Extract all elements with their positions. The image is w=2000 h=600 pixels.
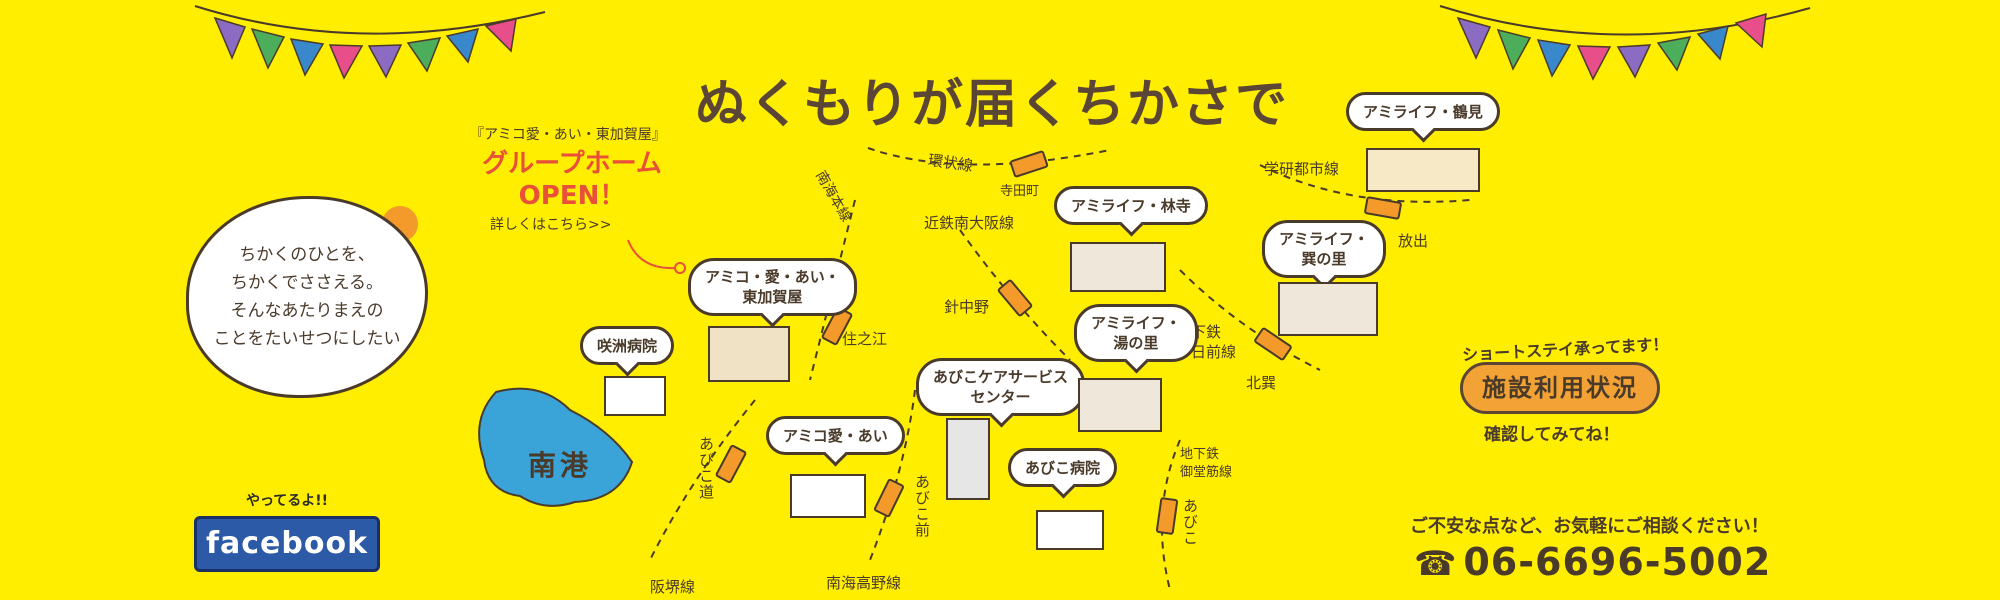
message-line: ちかくのひとを、 bbox=[239, 245, 375, 265]
rail-abiko-michi bbox=[649, 399, 756, 561]
message-line: ことをたいせつにしたい bbox=[213, 329, 401, 349]
facility-bubble-abiko-hospital[interactable]: あびこ病院 bbox=[1008, 448, 1118, 487]
rail-label-abikomichi: あびこ道 bbox=[697, 436, 715, 500]
facility-line: あびこケアサービス bbox=[933, 368, 1069, 386]
facility-bubble-hayashiji[interactable]: アミライフ・林寺 bbox=[1054, 186, 1208, 225]
rail-label-hankai-gakuen: 学研都市線 bbox=[1264, 160, 1340, 178]
check-text: 確認してみてね！ bbox=[1484, 425, 1620, 445]
open-facility-name: 『アミコ愛・あい・東加賀屋』 bbox=[470, 127, 666, 143]
station-label-sumiyoshi: 住之江 bbox=[842, 330, 888, 348]
facility-line: センター bbox=[970, 388, 1031, 406]
facility-bubble-tatsumi[interactable]: アミライフ・ 巽の里 bbox=[1262, 220, 1386, 278]
facility-status-button[interactable]: 施設利用状況 bbox=[1460, 362, 1660, 414]
page-title: ぬくもりが届くちかさで bbox=[695, 75, 1290, 135]
phone-number[interactable]: ☎06-6696-5002 bbox=[1414, 540, 1771, 584]
facility-line: アミライフ・ bbox=[1279, 230, 1369, 248]
station-marker-harinakano bbox=[997, 279, 1033, 317]
building-abiko-hospital bbox=[1036, 510, 1104, 550]
building-yunosato bbox=[1078, 378, 1162, 432]
facility-bubble-tsurumi[interactable]: アミライフ・鶴見 bbox=[1346, 92, 1500, 131]
facility-line: アミコ・愛・あい・ bbox=[705, 268, 840, 286]
rail-label-hankai: 阪堺線 bbox=[650, 578, 696, 596]
station-marker-kitabatake bbox=[1254, 327, 1292, 361]
open-details-link[interactable]: 詳しくはこちら>> bbox=[490, 217, 612, 233]
open-headline-line1: グループホーム bbox=[482, 149, 662, 179]
station-label-kitabatake: 北巽 bbox=[1246, 374, 1277, 392]
rail-label-kintetsu: 近鉄南大阪線 bbox=[924, 214, 1015, 232]
station-marker-abiko bbox=[1155, 497, 1179, 535]
facility-bubble-care-service[interactable]: あびこケアサービス センター bbox=[916, 358, 1086, 416]
phone-icon: ☎ bbox=[1414, 544, 1458, 584]
facility-bubble-ai[interactable]: アミコ愛・あい bbox=[766, 416, 905, 455]
rail-label-nankai-koya: 南海高野線 bbox=[826, 574, 902, 592]
facebook-block[interactable]: やってるよ!! facebook bbox=[194, 490, 380, 578]
station-label-harinakano: 針中野 bbox=[944, 298, 990, 316]
rail-label-midosuji-2: 御堂筋線 bbox=[1180, 465, 1233, 480]
facility-bubble-sakishu-hospital[interactable]: 咲洲病院 bbox=[580, 326, 675, 365]
building-tsurumi bbox=[1366, 148, 1480, 192]
facility-line: アミライフ・ bbox=[1091, 314, 1181, 332]
facebook-button[interactable]: facebook bbox=[194, 516, 380, 572]
rail-nankai-koya-line bbox=[869, 389, 916, 561]
bunting-right bbox=[1439, 5, 1811, 81]
building-care-service bbox=[946, 418, 990, 500]
rail-hankai-gakuen-toshi-line bbox=[1259, 164, 1471, 203]
lake-shape bbox=[478, 387, 634, 507]
building-higashikagaya bbox=[708, 326, 790, 382]
station-markers bbox=[715, 150, 1402, 535]
station-marker-abikomichi bbox=[715, 444, 747, 484]
message-text: ちかくのひとを、 ちかくでささえる。 そんなあたりまえの ことをたいせつにしたい bbox=[214, 241, 401, 353]
station-marker-teradacho bbox=[1009, 150, 1049, 178]
station-label-abiko-mae: あびこ前 bbox=[913, 474, 931, 538]
facility-bubble-higashikagaya[interactable]: アミコ・愛・あい・ 東加賀屋 bbox=[688, 258, 857, 316]
rail-midosuji-line bbox=[1161, 439, 1181, 591]
facility-bubble-yunosato[interactable]: アミライフ・ 湯の里 bbox=[1074, 304, 1198, 362]
lake-label: 南港 bbox=[528, 449, 593, 482]
rail-label-midosuji: 地下鉄 御堂筋線 bbox=[1180, 446, 1232, 482]
station-label-hanaten: 放出 bbox=[1398, 232, 1429, 250]
building-ai bbox=[790, 474, 866, 518]
building-hayashiji bbox=[1070, 242, 1166, 292]
phone-number-text: 06-6696-5002 bbox=[1463, 540, 1772, 584]
facility-line: 東加賀屋 bbox=[742, 288, 803, 306]
bunting-left bbox=[194, 5, 546, 80]
facility-line: 巽の里 bbox=[1301, 250, 1347, 268]
building-sakishu-hospital bbox=[604, 376, 666, 416]
message-line: ちかくでささえる。 bbox=[231, 273, 383, 293]
open-headline-line2: OPEN！ bbox=[518, 181, 626, 211]
station-label-teradacho: 寺田町 bbox=[1000, 184, 1040, 199]
contact-message: ご不安な点など、お気軽にご相談ください！ bbox=[1410, 516, 1769, 537]
rail-label-midosuji-1: 地下鉄 bbox=[1180, 447, 1220, 462]
open-headline[interactable]: グループホーム OPEN！ bbox=[472, 148, 672, 212]
building-tatsumi bbox=[1278, 282, 1378, 336]
open-arrow bbox=[627, 239, 677, 270]
facebook-caption: やってるよ!! bbox=[245, 493, 329, 509]
message-line: そんなあたりまえの bbox=[230, 301, 384, 321]
station-marker-hanaten bbox=[1364, 196, 1402, 220]
facility-line: 湯の里 bbox=[1113, 334, 1159, 352]
station-label-abiko: あびこ bbox=[1181, 498, 1199, 546]
message-cloud: ちかくのひとを、 ちかくでささえる。 そんなあたりまえの ことをたいせつにしたい bbox=[186, 196, 428, 398]
rail-loop-line bbox=[867, 147, 1111, 166]
station-marker-abiko-mae bbox=[874, 478, 904, 518]
